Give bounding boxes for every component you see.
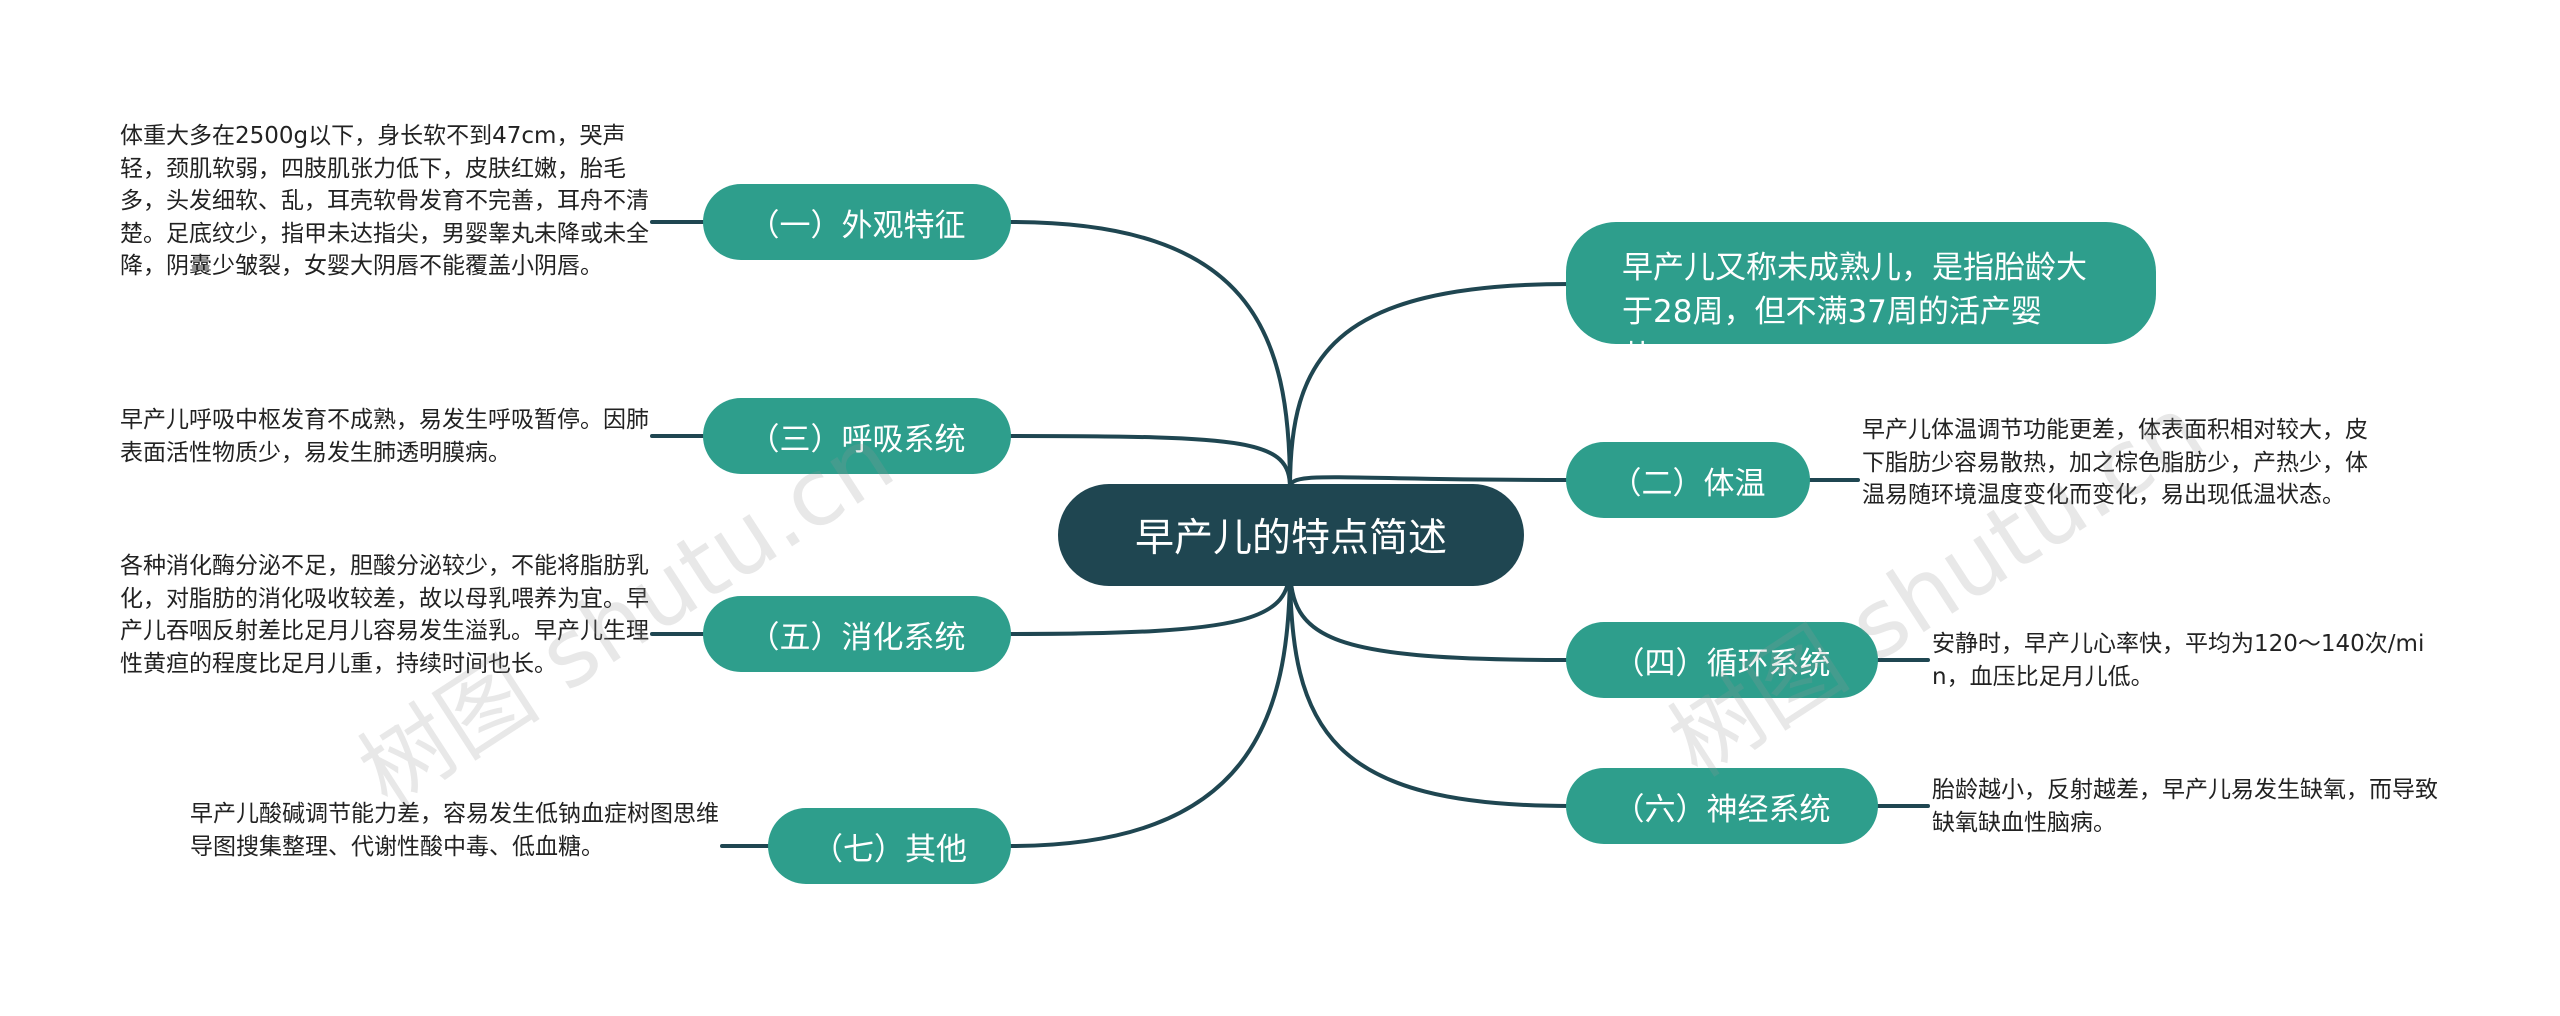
central-topic[interactable]: 早产儿的特点简述 bbox=[1058, 484, 1524, 586]
connector-right-intro bbox=[1288, 282, 1572, 490]
connector-right-6 bbox=[1288, 564, 1572, 808]
connector-right-2 bbox=[1288, 475, 1572, 490]
note-other: 早产儿酸碱调节能力差，容易发生低钠血症树图思维导图搜集整理、代谢性酸中毒、低血糖… bbox=[190, 801, 719, 860]
connector-left-1 bbox=[1008, 220, 1292, 490]
connector-left-7 bbox=[1008, 564, 1292, 848]
branch-nervous[interactable]: （六）神经系统 bbox=[1566, 768, 1878, 844]
branch-other[interactable]: （七）其他 bbox=[768, 808, 1011, 884]
intro-node[interactable]: 早产儿又称未成熟儿，是指胎龄大于28周，但不满37周的活产婴儿。 bbox=[1566, 222, 2156, 374]
note-circulatory: 安静时，早产儿心率快，平均为120～140次/min，血压比足月儿低。 bbox=[1932, 631, 2425, 690]
note-digestive: 各种消化酶分泌不足，胆酸分泌较少，不能将脂肪乳化，对脂肪的消化吸收较差，故以母乳… bbox=[120, 553, 649, 677]
branch-digestive[interactable]: （五）消化系统 bbox=[703, 596, 1011, 672]
note-nervous: 胎龄越小，反射越差，早产儿易发生缺氧，而导致缺氧缺血性脑病。 bbox=[1932, 777, 2438, 836]
note-appearance: 体重大多在2500g以下，身长软不到47cm，哭声轻，颈肌软弱，四肢肌张力低下，… bbox=[120, 123, 649, 279]
branch-circulatory[interactable]: （四）循环系统 bbox=[1566, 622, 1878, 698]
connector-right-4 bbox=[1288, 564, 1572, 662]
note-temperature: 早产儿体温调节功能更差，体表面积相对较大，皮下脂肪少容易散热，加之棕色脂肪少，产… bbox=[1862, 417, 2368, 508]
branch-respiratory[interactable]: （三）呼吸系统 bbox=[703, 398, 1011, 474]
branch-temperature[interactable]: （二）体温 bbox=[1566, 442, 1810, 518]
connector-left-3 bbox=[1008, 434, 1292, 490]
note-respiratory: 早产儿呼吸中枢发育不成熟，易发生呼吸暂停。因肺表面活性物质少，易发生肺透明膜病。 bbox=[120, 407, 649, 466]
branch-appearance[interactable]: （一）外观特征 bbox=[703, 184, 1011, 260]
